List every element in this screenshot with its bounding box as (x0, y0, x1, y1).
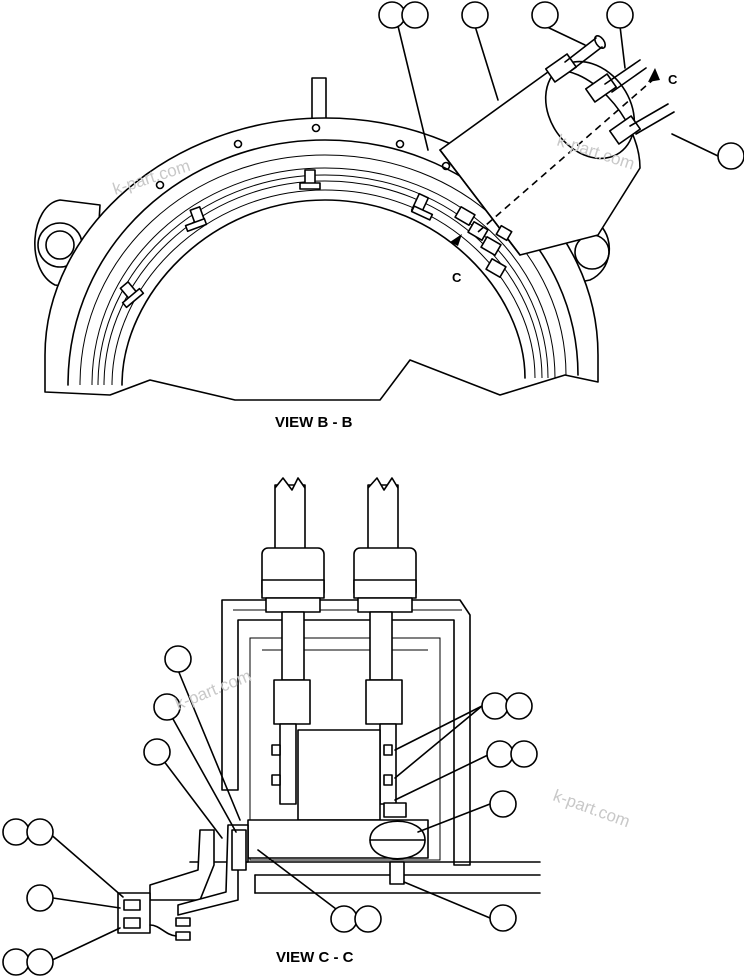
insulator-bushing (369, 802, 426, 885)
gland-right (353, 547, 417, 613)
ring-clamps (119, 169, 434, 309)
callout-bubbles-top (378, 1, 744, 170)
view-b-b-title: VIEW B - B (275, 414, 353, 431)
center-insulator (297, 729, 381, 821)
terminal-connector-left (117, 892, 191, 941)
cable-lugs (273, 679, 403, 805)
stator-housing-ring (44, 117, 599, 401)
watermark: k-part.com (172, 666, 254, 714)
section-line-c-c (450, 68, 660, 246)
watermark: k-part.com (551, 786, 633, 831)
view-b-b-drawing: C C (34, 1, 744, 401)
view-c-c-title: VIEW C - C (276, 949, 354, 966)
bus-bar-left (149, 829, 215, 901)
cable-right (367, 477, 399, 551)
cable-left (274, 477, 306, 551)
terminal-blocks (454, 206, 513, 278)
section-letter-upper: C (668, 72, 678, 87)
gland-left (261, 547, 325, 613)
callout-bubbles-bottom (2, 645, 538, 976)
view-c-c-drawing (2, 477, 541, 976)
junction-box (439, 35, 675, 256)
support-frame (221, 599, 471, 866)
section-letter-lower: C (452, 270, 462, 285)
